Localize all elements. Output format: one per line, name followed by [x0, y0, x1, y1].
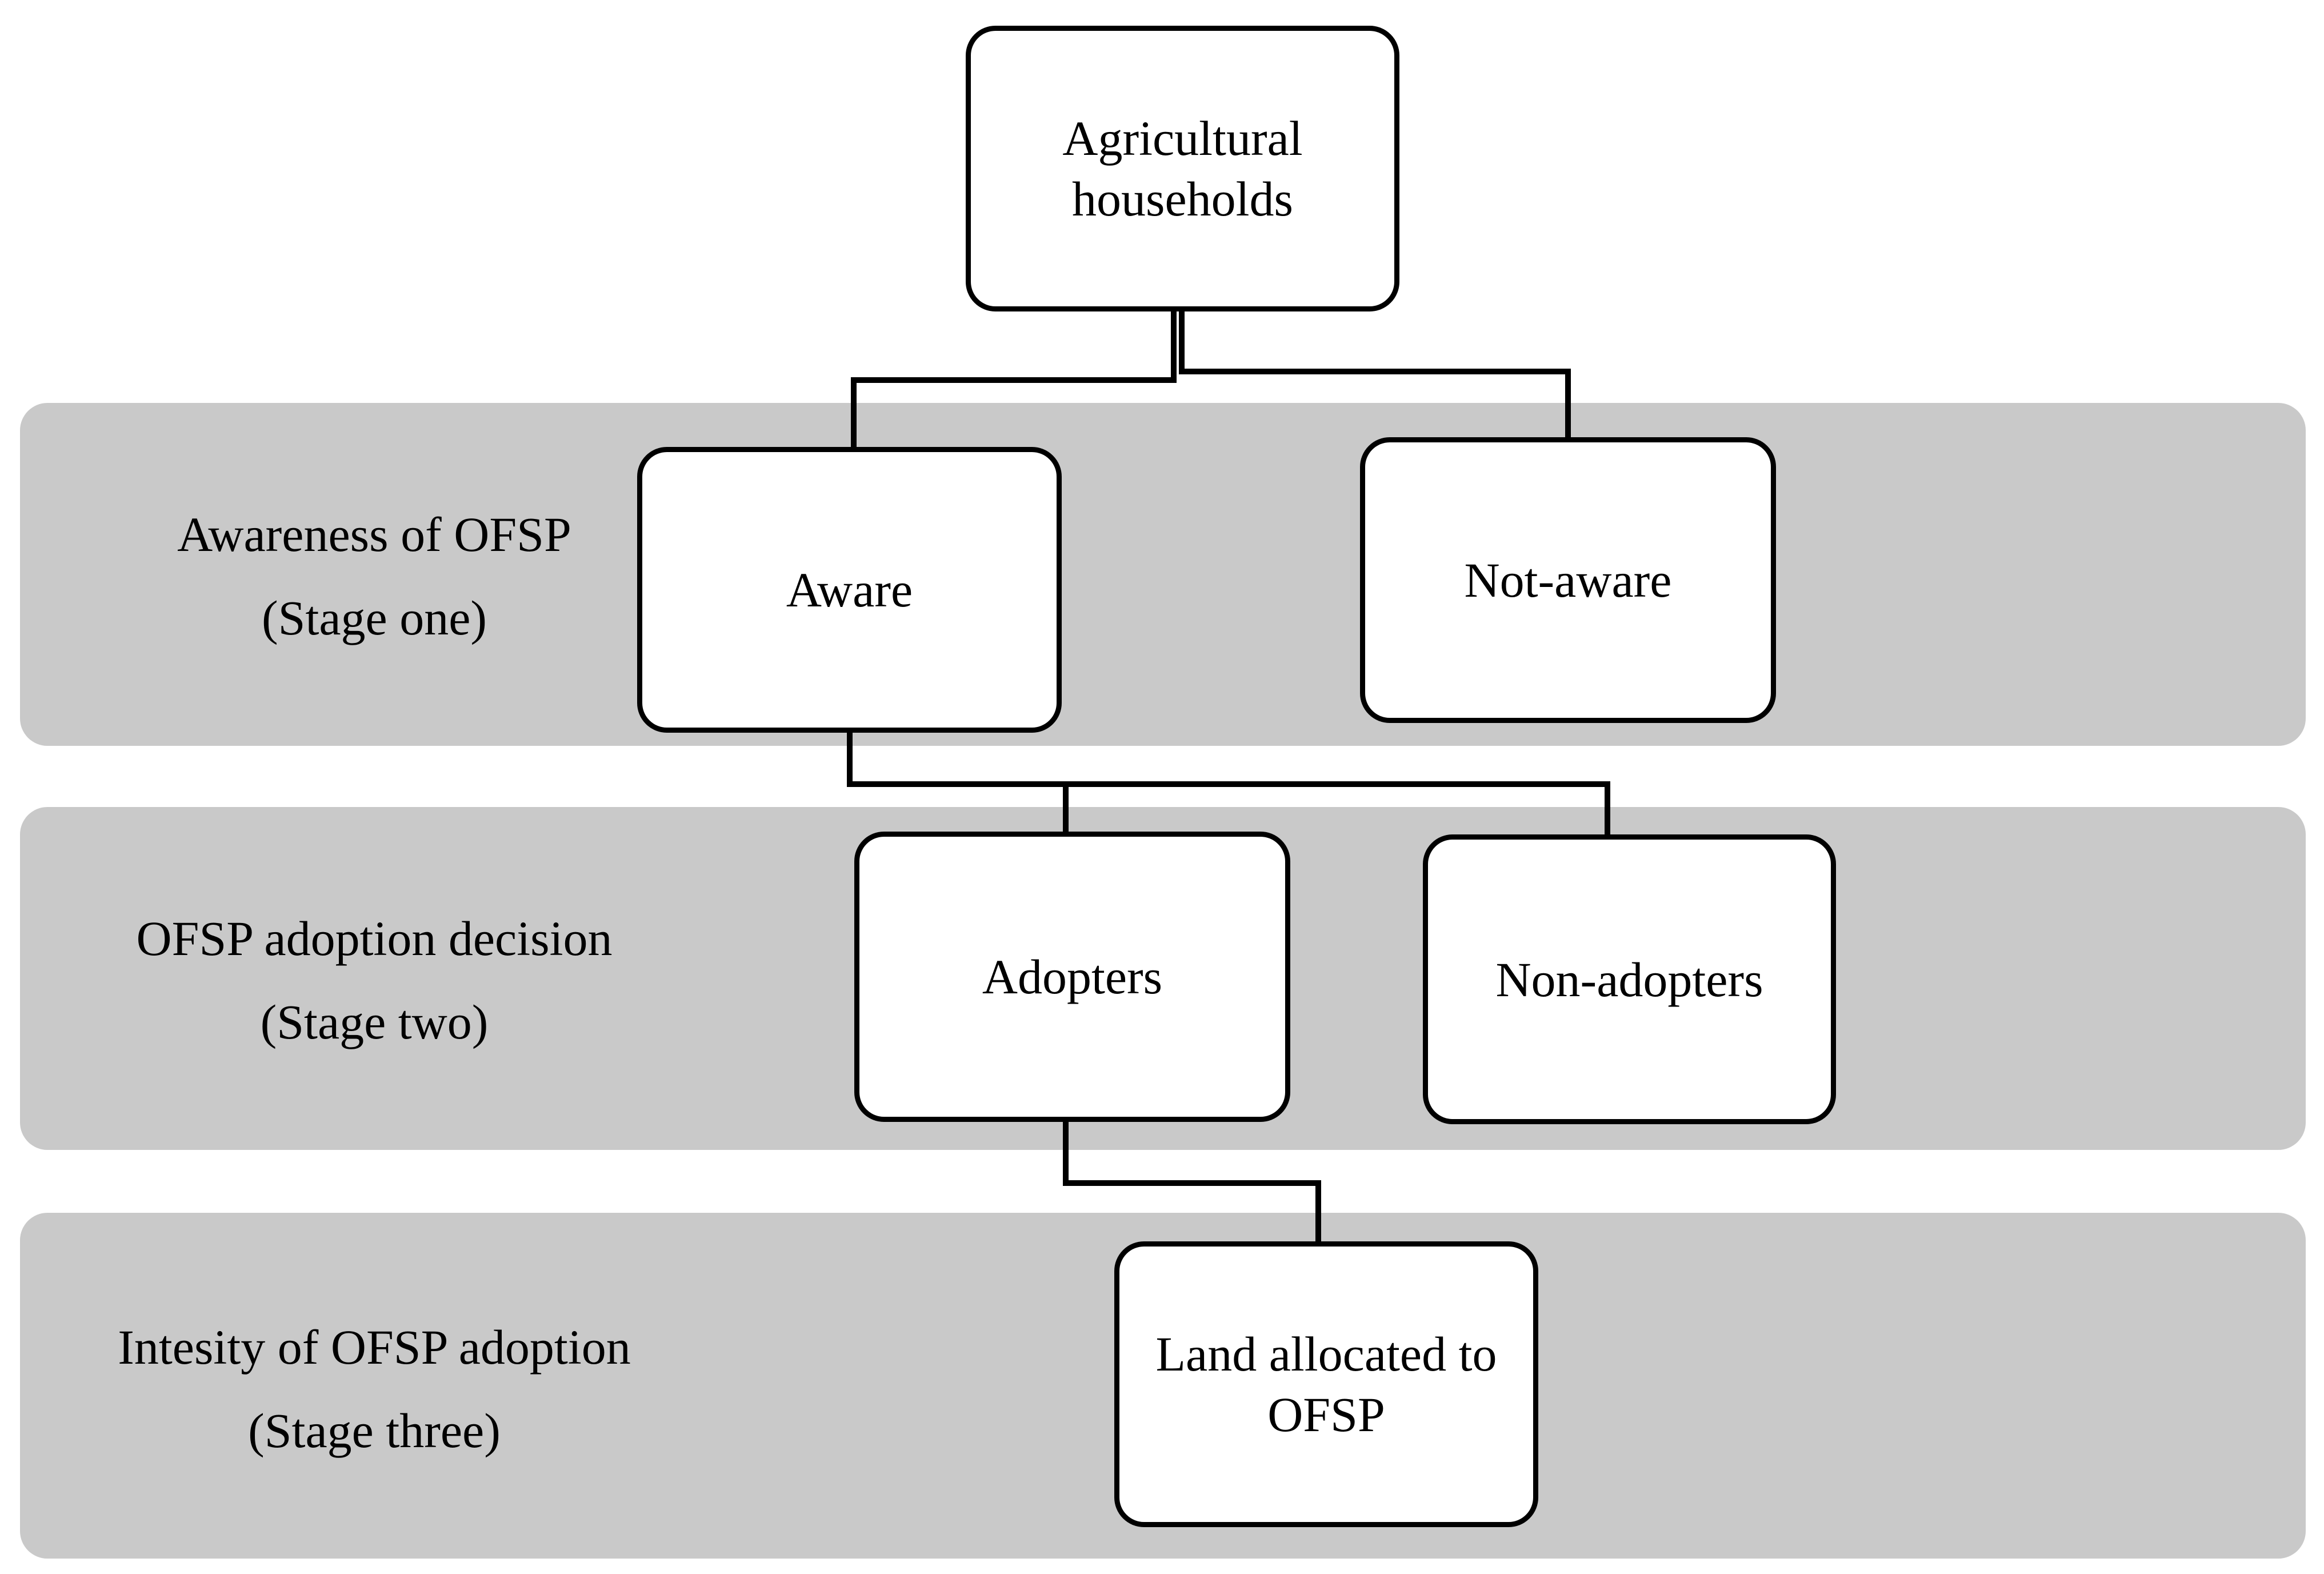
stage-two-label: OFSP adoption decision (Stage two): [60, 914, 689, 1046]
agricultural-households-line2: households: [1072, 171, 1293, 226]
aware-box: Aware: [637, 447, 1062, 733]
connector-root-to-aware: [851, 309, 1177, 452]
connector-adopters-to-land: [1063, 1117, 1321, 1246]
non-adopters-box: Non-adopters: [1423, 834, 1836, 1124]
land-allocated-line2: OFSP: [1267, 1387, 1385, 1442]
agricultural-households-box: Agricultural households: [966, 26, 1399, 311]
stage-three-label-line1: Intesity of OFSP adoption: [118, 1320, 631, 1375]
land-allocated-box: Land allocated to OFSP: [1114, 1241, 1538, 1527]
stage-three-label: Intesity of OFSP adoption (Stage three): [60, 1323, 689, 1455]
stage-one-label: Awareness of OFSP (Stage one): [60, 510, 689, 642]
land-allocated-line1: Land allocated to: [1155, 1327, 1497, 1381]
stage-two-label-line1: OFSP adoption decision: [136, 911, 613, 966]
connector-aware-to-non-adopters: [847, 729, 1610, 839]
not-aware-label: Not-aware: [1464, 553, 1672, 608]
aware-label: Aware: [786, 562, 913, 617]
non-adopters-label: Non-adopters: [1495, 952, 1763, 1007]
stage-one-band: [20, 403, 2306, 746]
adopters-label: Adopters: [982, 949, 1163, 1004]
stage-three-label-line2: (Stage three): [248, 1403, 501, 1458]
agricultural-households-line1: Agricultural: [1062, 111, 1303, 166]
stage-one-label-line2: (Stage one): [261, 590, 487, 645]
connector-root-to-not-aware: [1179, 309, 1571, 443]
adopters-box: Adopters: [854, 832, 1290, 1122]
stage-two-label-line2: (Stage two): [260, 994, 489, 1049]
not-aware-box: Not-aware: [1360, 437, 1776, 723]
stage-one-label-line1: Awareness of OFSP: [177, 507, 571, 562]
